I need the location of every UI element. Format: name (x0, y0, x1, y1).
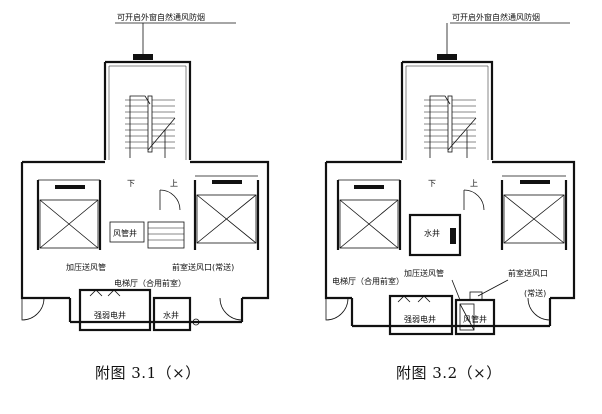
right-strong-weak-well-room (388, 294, 454, 336)
left-floor-plan: 可开启外窗自然通风防烟 (0, 0, 300, 350)
left-air-shaft-label: 风管井 (113, 228, 137, 238)
right-stair-wall (402, 60, 494, 160)
left-top-callout: 可开启外窗自然通风防烟 (117, 12, 205, 22)
left-vestibule-grille (147, 221, 185, 249)
left-entry-door (21, 297, 45, 321)
right-plan-left-door (325, 297, 349, 321)
left-strong-weak-well-room (78, 288, 152, 332)
right-plan-drawing: 可开启外窗自然通风防烟 (324, 12, 576, 336)
left-caption: 附图 3.1（×） (95, 364, 201, 382)
left-plan-drawing: 可开启外窗自然通风防烟 (20, 12, 270, 332)
left-stair-wall (105, 60, 192, 160)
left-strong-weak-well-label: 强弱电井 (94, 310, 126, 320)
left-air-shaft (109, 221, 145, 243)
right-floor-plan: 可开启外窗自然通风防烟 (302, 0, 602, 350)
right-stair-treads (424, 95, 477, 158)
right-elevator-hall-label: 电梯厅（合用前室） (332, 276, 404, 286)
left-top-window (133, 54, 153, 60)
left-elevator-left (36, 179, 102, 250)
right-water-well-label: 水井 (424, 228, 440, 238)
left-stair-down-label: 下 (127, 179, 135, 188)
right-air-shaft-label: 风管井 (463, 314, 487, 324)
right-strong-weak-well-label: 强弱电井 (404, 314, 436, 324)
right-outlet-note: (常送) (524, 288, 546, 298)
right-elevator-right (500, 175, 568, 250)
right-water-well-room (408, 213, 462, 257)
right-caption: 附图 3.2（×） (396, 364, 502, 382)
right-stair-up-label: 上 (470, 179, 478, 188)
right-pressurized-duct-label: 加压送风管 (404, 268, 444, 278)
left-stair-door-swing (159, 189, 181, 211)
right-top-window (437, 54, 457, 60)
right-plan-right-door (527, 297, 551, 321)
left-stair-up-label: 上 (170, 179, 178, 188)
left-elevator-hall-label: 电梯厅（合用前室） (114, 278, 186, 288)
left-vestibule-outlet-label: 前室送风口(常送) (172, 262, 234, 272)
right-entry-door (219, 297, 243, 321)
right-stair-down-label: 下 (428, 179, 436, 188)
right-elevator-left (336, 179, 402, 250)
right-top-callout: 可开启外窗自然通风防烟 (452, 12, 540, 22)
left-water-well-label: 水井 (163, 310, 179, 320)
left-water-well-room (152, 296, 192, 332)
right-vestibule-outlet-label: 前室送风口 (508, 268, 548, 278)
left-stair-treads (125, 95, 176, 158)
left-elevator-right (193, 175, 260, 250)
left-pressurized-duct-label: 加压送风管 (66, 262, 106, 272)
right-stair-door-swing (463, 189, 485, 211)
